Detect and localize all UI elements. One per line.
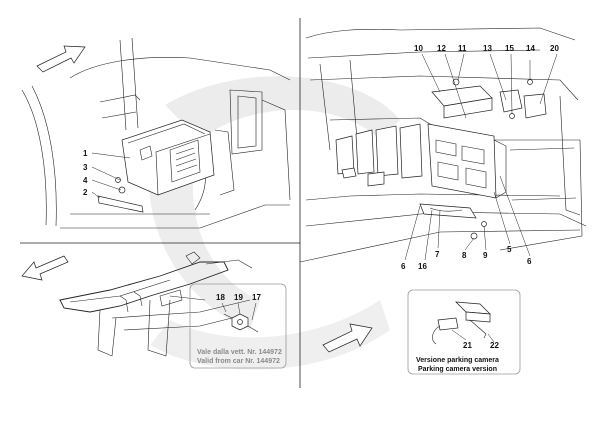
callout-16: 16	[418, 262, 427, 271]
callout-12: 12	[437, 44, 446, 53]
direction-arrow-icon	[21, 255, 69, 281]
ecu-module	[121, 119, 215, 196]
callout-7: 7	[435, 250, 440, 259]
callout-8: 8	[462, 251, 467, 260]
callout-14: 14	[526, 44, 535, 53]
callout-21: 21	[463, 341, 472, 350]
callout-11: 11	[458, 44, 467, 53]
callout-13: 13	[483, 44, 492, 53]
callout-4: 4	[83, 176, 88, 185]
inset-parking-camera-version: 21 22 Versione parking camera Parking ca…	[407, 289, 521, 375]
callout-2: 2	[83, 188, 88, 197]
callout-17: 17	[252, 293, 261, 302]
callout-9: 9	[483, 251, 488, 260]
callout-15: 15	[505, 44, 514, 53]
callout-6-right: 6	[527, 257, 532, 266]
validity-note-english: Valid from car Nr. 144972	[197, 358, 280, 365]
callout-22: 22	[490, 341, 499, 350]
callout-19: 19	[234, 293, 243, 302]
direction-arrow-icon	[322, 323, 373, 353]
callout-3: 3	[83, 163, 88, 172]
chassis-underside-illustration	[21, 251, 253, 357]
direction-arrow-icon	[36, 45, 86, 73]
inset-valid-from-car: 18 19 17 Vale dalla vett. Nr. 144972 Val…	[189, 283, 287, 369]
callout-6-left: 6	[401, 262, 406, 271]
callout-5: 5	[507, 245, 512, 254]
engine-bay-left-illustration: 1 3 4 2	[21, 37, 291, 229]
watermark-logo	[148, 76, 400, 370]
parking-camera-caption-english: Parking camera version	[418, 366, 497, 373]
validity-note-italian: Vale dalla vett. Nr. 144972	[197, 349, 282, 356]
callout-1: 1	[83, 149, 88, 158]
mounting-bracket	[427, 123, 507, 199]
callout-20: 20	[550, 44, 559, 53]
parking-camera-caption-italian: Versione parking camera	[416, 357, 499, 364]
callout-10: 10	[414, 44, 423, 53]
luggage-compartment-illustration: 10 11 12 13 15 14 20 6 16 7 8 9 5 6	[299, 27, 587, 353]
callout-18: 18	[216, 293, 225, 302]
